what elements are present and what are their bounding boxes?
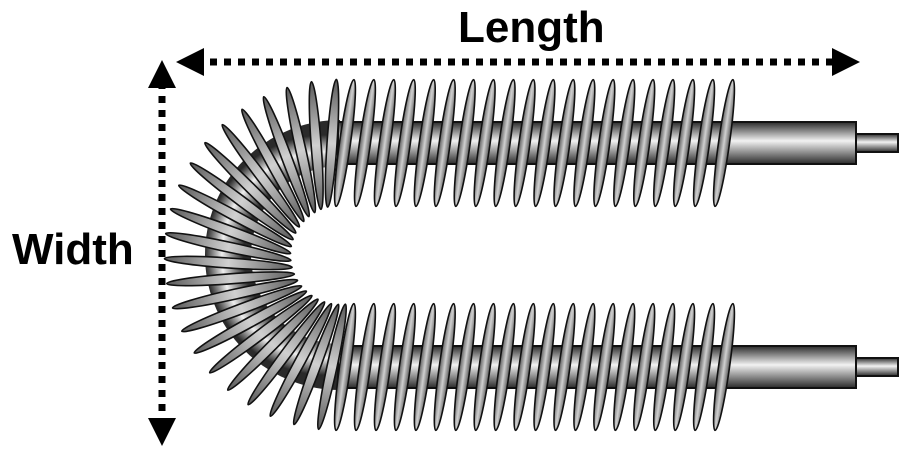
- fin-bend-11: [164, 231, 292, 263]
- fin-top-5: [413, 78, 437, 208]
- fin-bottom-15: [613, 302, 636, 432]
- fin-top-16: [632, 78, 656, 208]
- fin-bend-21: [292, 303, 340, 426]
- fin-bottom-17: [652, 302, 676, 432]
- fin-top-4: [393, 78, 417, 208]
- fin-top-9: [493, 78, 516, 208]
- fin-top-13: [573, 78, 596, 208]
- fin-bend-14: [171, 278, 299, 310]
- fin-bend-4: [262, 95, 311, 218]
- fin-bottom-4: [393, 302, 417, 432]
- fin-bottom-13: [573, 302, 596, 432]
- fin-bottom-3: [373, 302, 397, 432]
- fin-bottom-1: [333, 302, 357, 432]
- fin-top-19: [692, 78, 716, 208]
- fin-top-7: [453, 78, 476, 208]
- fin-bend-5: [240, 108, 305, 223]
- length-arrow: [176, 48, 860, 76]
- fin-bend-10: [169, 207, 292, 255]
- fin-top-20: [712, 78, 736, 208]
- fin-bottom-2: [353, 302, 377, 432]
- terminal-pin-bottom: [855, 357, 899, 377]
- fin-top-12: [553, 78, 576, 208]
- fin-bottom-6: [433, 302, 456, 432]
- width-arrow-bottom-head: [148, 418, 176, 446]
- length-arrow-right-head: [832, 48, 860, 76]
- fin-bend-3: [285, 86, 317, 214]
- fin-bottom-20: [712, 302, 736, 432]
- fin-top-14: [593, 78, 616, 208]
- fins: [163, 78, 736, 432]
- fin-bend-12: [163, 255, 293, 271]
- fin-bend-7: [204, 141, 297, 234]
- fin-bend-2: [308, 80, 324, 211]
- fin-bottom-9: [493, 302, 516, 432]
- fin-bend-13: [165, 271, 296, 287]
- fin-bend-6: [221, 123, 301, 228]
- fin-bend-18: [226, 298, 319, 391]
- fin-bottom-14: [593, 302, 616, 432]
- fin-top-8: [473, 78, 496, 208]
- fin-bend-8: [189, 162, 294, 241]
- length-label: Length: [458, 3, 605, 52]
- fin-bend-19: [247, 301, 326, 406]
- fin-top-6: [433, 78, 456, 208]
- fin-top-1: [333, 78, 357, 208]
- fin-bottom-16: [632, 302, 656, 432]
- fin-top-17: [652, 78, 676, 208]
- fin-bend-20: [269, 302, 333, 418]
- width-arrow-top-head: [148, 60, 176, 88]
- fin-bottom-10: [513, 302, 536, 432]
- width-label: Width: [12, 225, 134, 274]
- fin-bend-16: [193, 290, 308, 355]
- fin-bottom-11: [533, 302, 556, 432]
- fin-top-11: [533, 78, 556, 208]
- fin-bend-22: [316, 303, 348, 431]
- fin-bend-17: [208, 294, 313, 374]
- fin-bend-1: [324, 78, 340, 208]
- fin-bend-9: [177, 184, 293, 248]
- fin-bend-15: [180, 284, 303, 333]
- fin-bottom-12: [553, 302, 576, 432]
- width-arrow: [148, 60, 176, 446]
- fin-bottom-5: [413, 302, 437, 432]
- fin-top-2: [353, 78, 377, 208]
- fin-bottom-8: [473, 302, 496, 432]
- fin-bottom-18: [672, 302, 696, 432]
- fin-top-15: [613, 78, 636, 208]
- length-arrow-left-head: [176, 48, 204, 76]
- fin-top-3: [373, 78, 397, 208]
- fin-top-18: [672, 78, 696, 208]
- fin-bottom-7: [453, 302, 476, 432]
- terminal-pin-top: [855, 133, 899, 153]
- fin-bottom-19: [692, 302, 716, 432]
- fin-top-10: [513, 78, 536, 208]
